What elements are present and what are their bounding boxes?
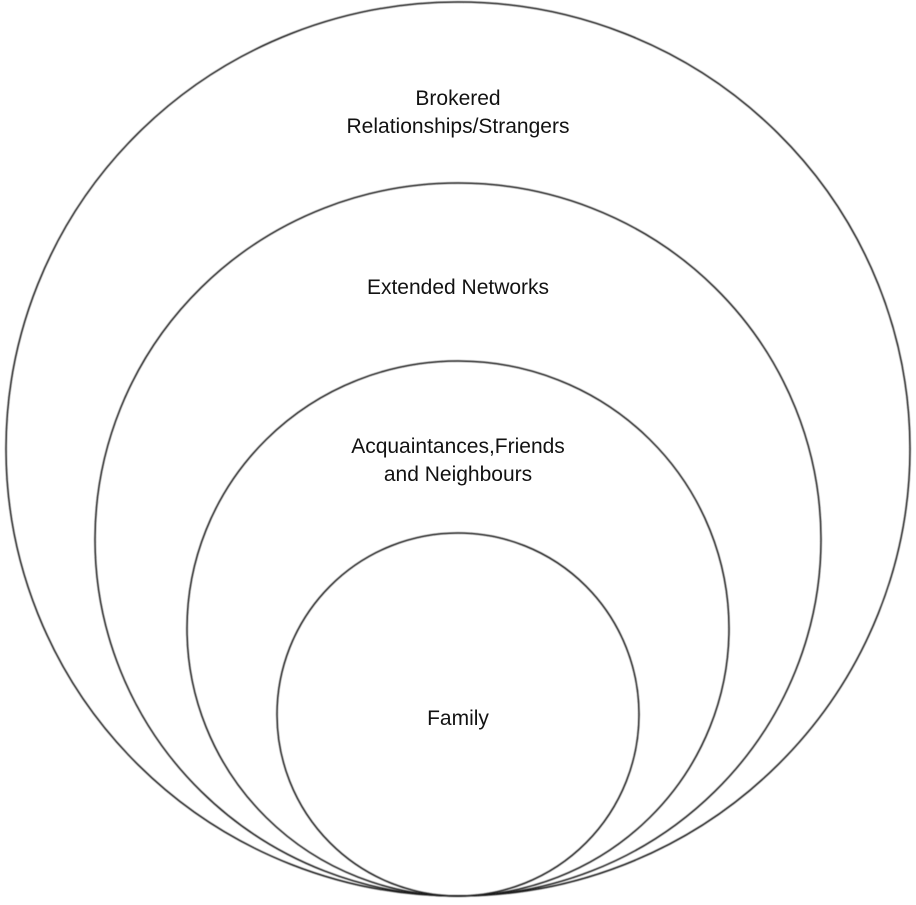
label-brokered-relationships: Brokered Relationships/Strangers — [346, 87, 570, 138]
label-acquaintances-friends-neighbours: Acquaintances,Friends and Neighbours — [351, 435, 565, 486]
circle-family — [276, 532, 640, 897]
label-extended-networks: Extended Networks — [366, 276, 550, 299]
label-family: Family — [427, 707, 489, 730]
